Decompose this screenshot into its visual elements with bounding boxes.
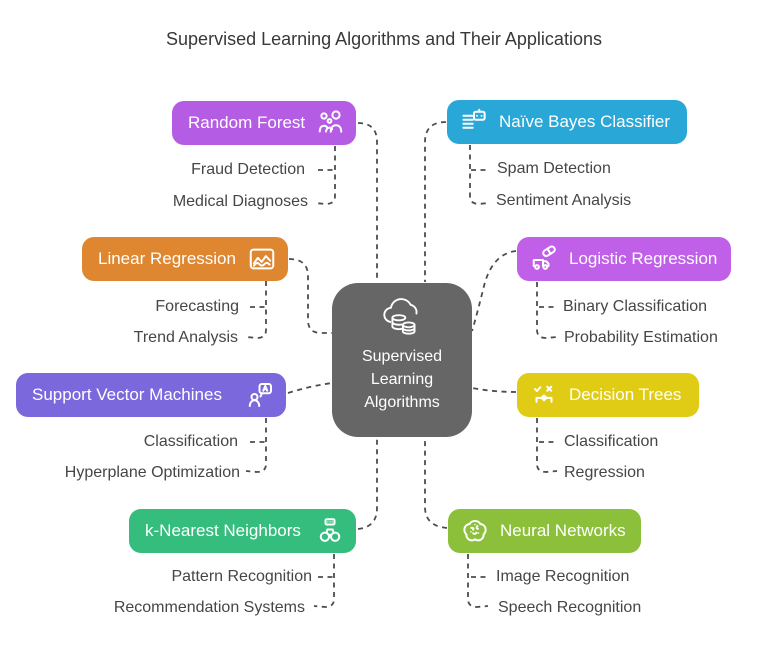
connector-linear-regression-apps bbox=[245, 281, 267, 339]
connector-linear-regression-center bbox=[288, 258, 332, 334]
node-support-vector-machines: Support Vector Machines bbox=[16, 373, 286, 417]
node-random-forest-label: Random Forest bbox=[188, 113, 306, 132]
node-decision-trees-label: Decision Trees bbox=[569, 385, 682, 404]
node-support-vector-machines-label: Support Vector Machines bbox=[32, 385, 222, 404]
app-label-hyperplane-optimization: Hyperplane Optimization bbox=[64, 464, 240, 481]
node-neural-networks: Neural Networks bbox=[448, 509, 641, 553]
app-label-forecasting: Forecasting bbox=[155, 298, 239, 315]
app-label-recommendation-systems: Recommendation Systems bbox=[113, 599, 305, 616]
node-neural-networks-label: Neural Networks bbox=[500, 521, 626, 540]
person-chat-icon bbox=[248, 383, 273, 407]
center-line-1: Supervised bbox=[361, 348, 443, 365]
node-linear-regression-label: Linear Regression bbox=[98, 249, 236, 268]
node-k-nearest-neighbors: k-Nearest Neighbors bbox=[129, 509, 356, 553]
line-chart-icon bbox=[249, 248, 275, 270]
app-label-speech-recognition: Speech Recognition bbox=[498, 599, 642, 616]
app-label-fraud-detection: Fraud Detection bbox=[191, 161, 305, 178]
app-label-spam-detection: Spam Detection bbox=[497, 160, 611, 177]
center-line-3: Algorithms bbox=[364, 394, 440, 411]
connector-naive-bayes-center bbox=[424, 121, 447, 282]
cloud-database-icon bbox=[383, 298, 418, 335]
center-line-2: Learning bbox=[370, 371, 434, 388]
app-label-binary-classification: Binary Classification bbox=[563, 298, 708, 315]
crowd-icon bbox=[318, 110, 343, 133]
app-label-image-recognition: Image Recognition bbox=[496, 568, 630, 585]
app-label-classification-dt: Classification bbox=[564, 433, 659, 450]
node-logistic-regression-label: Logistic Regression bbox=[569, 249, 718, 268]
decision-branch-icon bbox=[534, 385, 553, 403]
center-node: Supervised Learning Algorithms bbox=[332, 283, 472, 437]
connector-svm-center bbox=[287, 382, 333, 394]
connector-neural-networks-center bbox=[424, 438, 448, 529]
connector-knn-apps bbox=[313, 554, 335, 608]
connector-knn-center bbox=[357, 438, 378, 530]
binoculars-icon bbox=[319, 518, 341, 542]
node-logistic-regression: Logistic Regression bbox=[517, 237, 731, 281]
connector-logistic-regression-apps bbox=[536, 282, 558, 339]
connector-naive-bayes-apps bbox=[469, 145, 489, 205]
node-k-nearest-neighbors-label: k-Nearest Neighbors bbox=[145, 521, 301, 540]
center-node-label: Supervised Learning Algorithms bbox=[362, 345, 442, 414]
node-random-forest: Random Forest bbox=[172, 101, 356, 145]
connector-neural-networks-apps bbox=[467, 554, 489, 608]
connector-random-forest-apps bbox=[314, 146, 336, 205]
app-label-medical-diagnoses: Medical Diagnoses bbox=[172, 193, 308, 210]
node-linear-regression: Linear Regression bbox=[82, 237, 288, 281]
app-label-pattern-recognition: Pattern Recognition bbox=[171, 568, 312, 585]
page-title: Supervised Learning Algorithms and Their… bbox=[166, 29, 602, 49]
app-label-sentiment-analysis: Sentiment Analysis bbox=[496, 192, 632, 209]
connector-decision-trees-apps bbox=[536, 418, 558, 473]
robot-list-icon bbox=[462, 108, 486, 129]
connector-random-forest-center bbox=[357, 122, 378, 282]
app-label-classification-svm: Classification bbox=[143, 433, 238, 450]
brain-icon bbox=[463, 520, 487, 542]
connector-svm-apps bbox=[245, 418, 267, 473]
app-label-trend-analysis: Trend Analysis bbox=[133, 329, 238, 346]
app-label-regression: Regression bbox=[564, 464, 645, 481]
node-decision-trees: Decision Trees bbox=[517, 373, 699, 417]
app-label-probability-estimation: Probability Estimation bbox=[564, 329, 718, 346]
node-naive-bayes-label: Naïve Bayes Classifier bbox=[499, 112, 671, 131]
pill-truck-icon bbox=[532, 245, 556, 270]
node-naive-bayes: Naïve Bayes Classifier bbox=[447, 100, 687, 144]
connector-logistic-regression-center bbox=[471, 250, 517, 332]
connector-decision-trees-center bbox=[471, 387, 517, 393]
